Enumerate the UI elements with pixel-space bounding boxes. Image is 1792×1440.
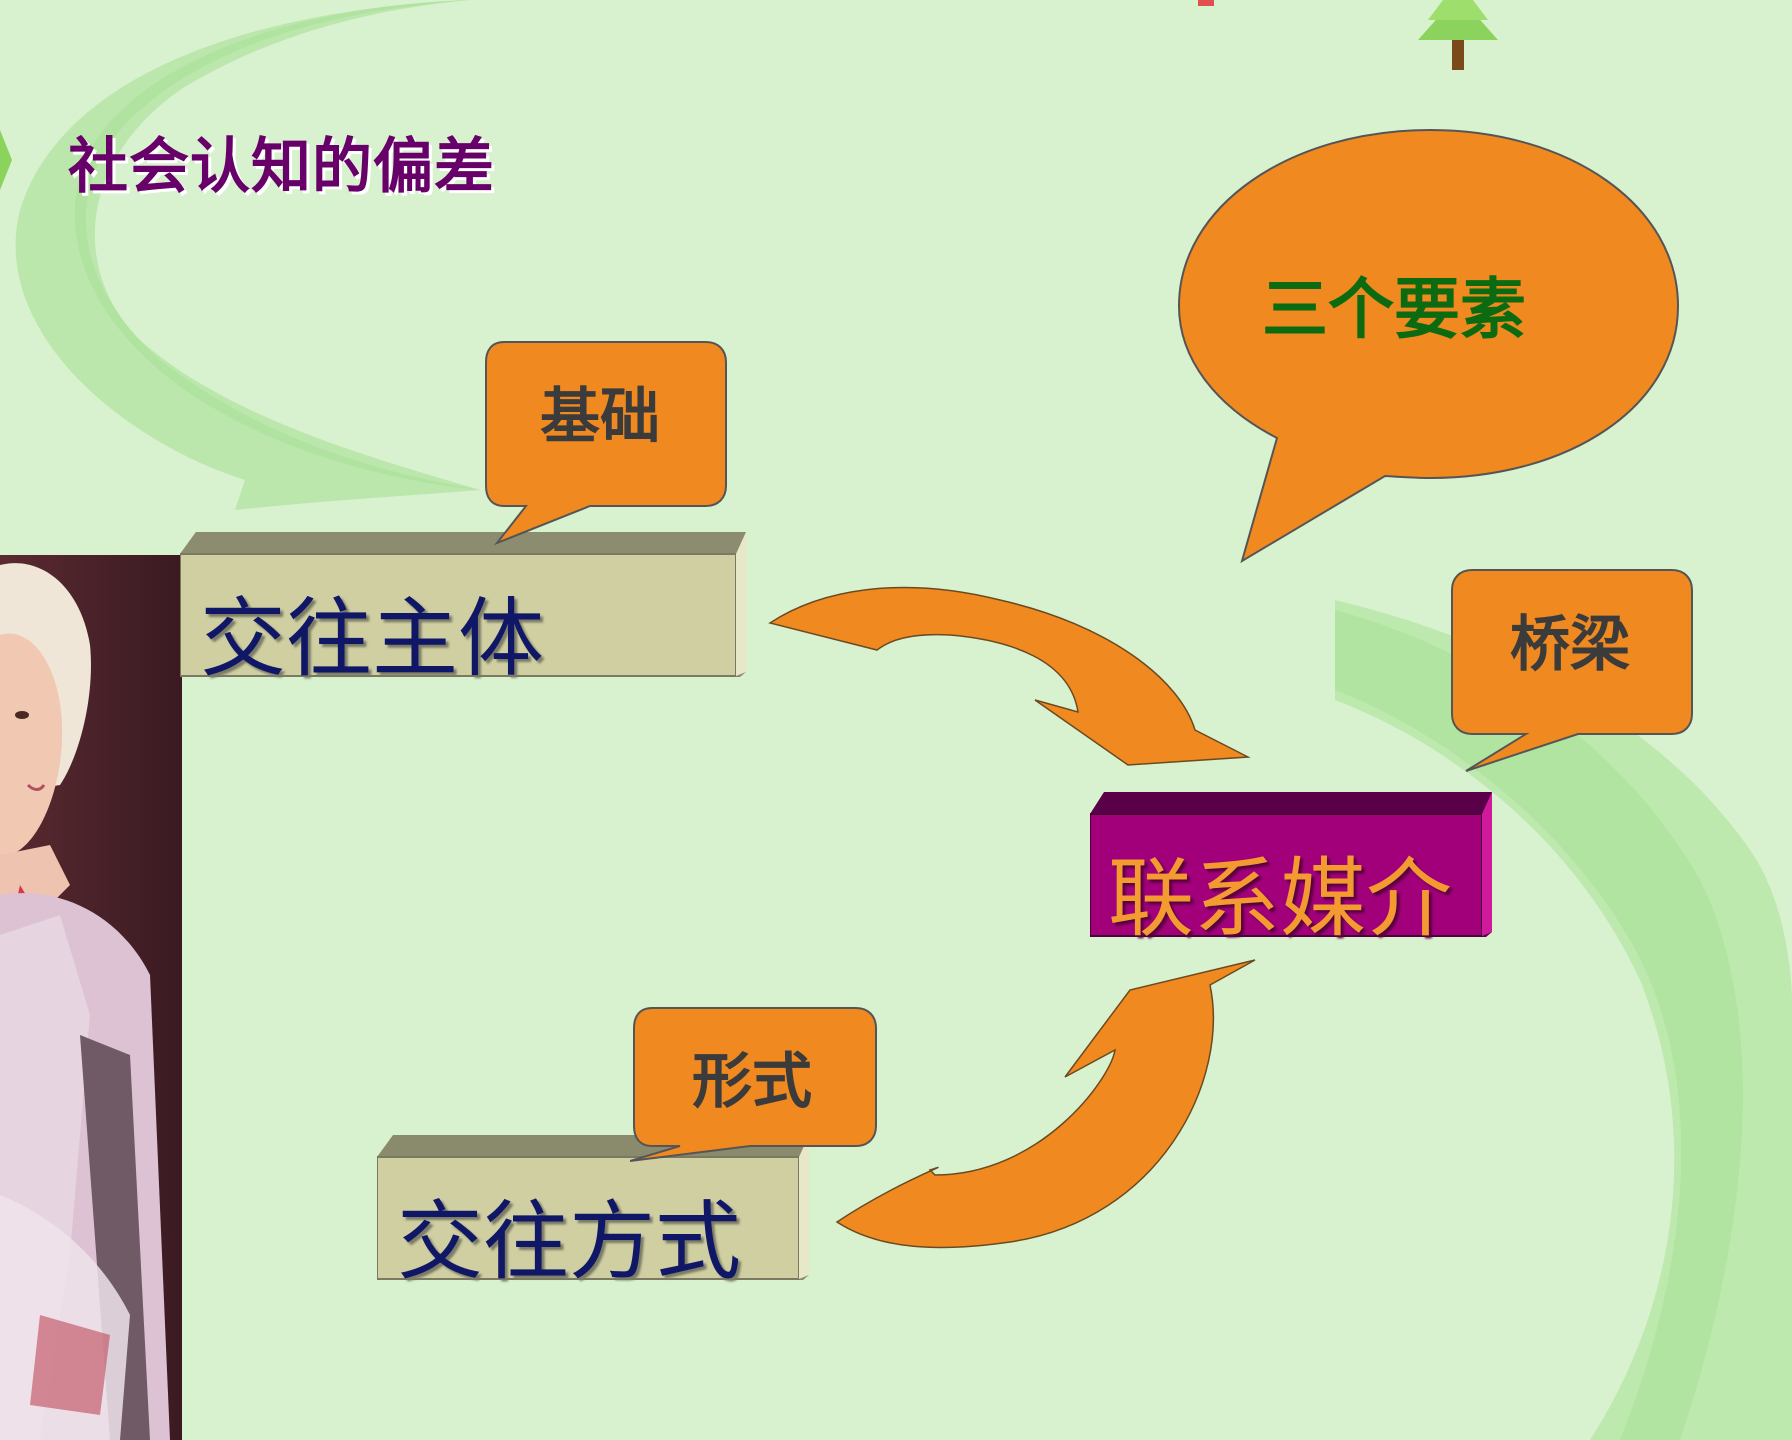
medium-box-label: 联系媒介 <box>1108 849 1452 949</box>
arrow-subject-to-medium <box>768 586 1251 766</box>
foundation-callout <box>485 341 727 546</box>
arrow-method-to-medium <box>835 959 1256 1249</box>
foundation-callout-text: 基础 <box>540 382 660 452</box>
tree-icon <box>1418 0 1498 70</box>
method-box-label: 交往方式 <box>397 1192 741 1292</box>
elements-speech-bubble-text: 三个要素 <box>1262 271 1526 348</box>
slide-title: 社会认知的偏差 <box>68 132 495 202</box>
subject-box-label: 交往主体 <box>200 589 544 689</box>
subject-box: 交往主体 <box>180 532 750 689</box>
decorative-swoosh-upper <box>15 0 480 510</box>
elements-speech-bubble <box>1177 128 1680 564</box>
bridge-callout <box>1451 569 1693 772</box>
medium-box: 联系媒介 <box>1090 792 1496 949</box>
bridge-callout-text: 桥梁 <box>1510 610 1630 680</box>
leaf-icon <box>0 130 12 190</box>
method-box: 交往方式 <box>377 1135 813 1292</box>
form-callout-text: 形式 <box>692 1047 812 1117</box>
red-mark <box>1198 0 1214 6</box>
form-callout <box>630 1007 877 1162</box>
portrait-image <box>0 555 182 1440</box>
